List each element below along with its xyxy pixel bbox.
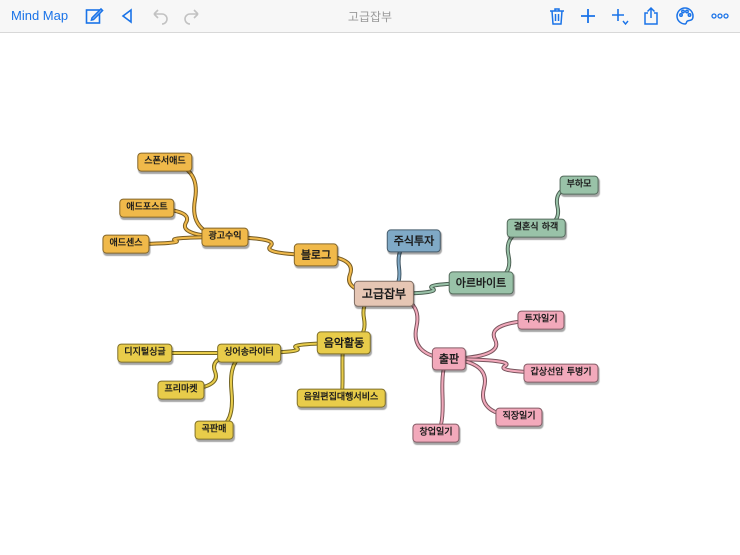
mindmap-node-singer-songwriter[interactable]: 싱어송라이터 (217, 343, 281, 363)
toolbar: Mind Map 고급잡부 (0, 0, 740, 33)
mindmap-node-publishing[interactable]: 출판 (431, 347, 467, 371)
mindmap-node-thyroid-cancer-diary[interactable]: 갑상선암 투병기 (523, 363, 599, 383)
mindmap-link-fill (125, 236, 226, 245)
mindmap-root-node[interactable]: 고급잡부 (353, 280, 415, 308)
mindmap-canvas[interactable]: 고급잡부 블로그 광고수익 스폰서애드 애드포스트 애드센스 주식투자 아르바이… (0, 33, 740, 555)
mindmap-node-digital-single[interactable]: 디지털싱글 (117, 343, 173, 363)
mindmap-node-groomsman[interactable]: 부하모 (559, 175, 599, 195)
mindmap-link-fill (448, 319, 542, 360)
mindmap-node-audio-editing[interactable]: 음원편집대행서비스 (296, 388, 386, 408)
mindmap-link-fill (224, 236, 317, 256)
add-icon[interactable] (577, 5, 599, 27)
mindmap-node-blog[interactable]: 블로그 (293, 243, 339, 267)
mindmap-node-song-sale[interactable]: 곡판매 (194, 420, 234, 440)
mindmap-node-investment-diary[interactable]: 투자일기 (517, 310, 565, 330)
mindmap-link-fill (164, 161, 226, 238)
trash-icon[interactable] (546, 5, 568, 27)
mindmap-node-ad-revenue[interactable]: 광고수익 (201, 227, 249, 247)
mindmap-node-stock[interactable]: 주식투자 (386, 229, 442, 253)
share-icon[interactable] (640, 5, 662, 27)
mindmap-node-parttime[interactable]: 아르바이트 (448, 271, 514, 295)
more-icon[interactable] (709, 5, 731, 27)
mindmap-node-sponsor-ad[interactable]: 스폰서애드 (137, 152, 193, 172)
edit-icon[interactable] (83, 5, 105, 27)
back-button[interactable]: Mind Map (11, 8, 69, 23)
undo-icon[interactable] (149, 5, 171, 27)
collapse-left-icon[interactable] (116, 5, 138, 27)
mindmap-node-adpost[interactable]: 애드포스트 (119, 198, 175, 218)
mindmap-node-startup-diary[interactable]: 창업일기 (412, 423, 460, 443)
add-child-icon[interactable] (609, 5, 631, 27)
mindmap-node-flea-market[interactable]: 프리마켓 (157, 380, 205, 400)
mindmap-link-fill (213, 352, 250, 431)
mindmap-node-work-diary[interactable]: 직장일기 (495, 407, 543, 427)
mindmap-node-music[interactable]: 음악활동 (316, 331, 372, 355)
mindmap-node-adsense[interactable]: 애드센스 (102, 234, 150, 254)
mindmap-node-wedding-guest[interactable]: 결혼식 하객 (506, 218, 566, 238)
palette-icon[interactable] (674, 5, 696, 27)
redo-icon[interactable] (181, 5, 203, 27)
